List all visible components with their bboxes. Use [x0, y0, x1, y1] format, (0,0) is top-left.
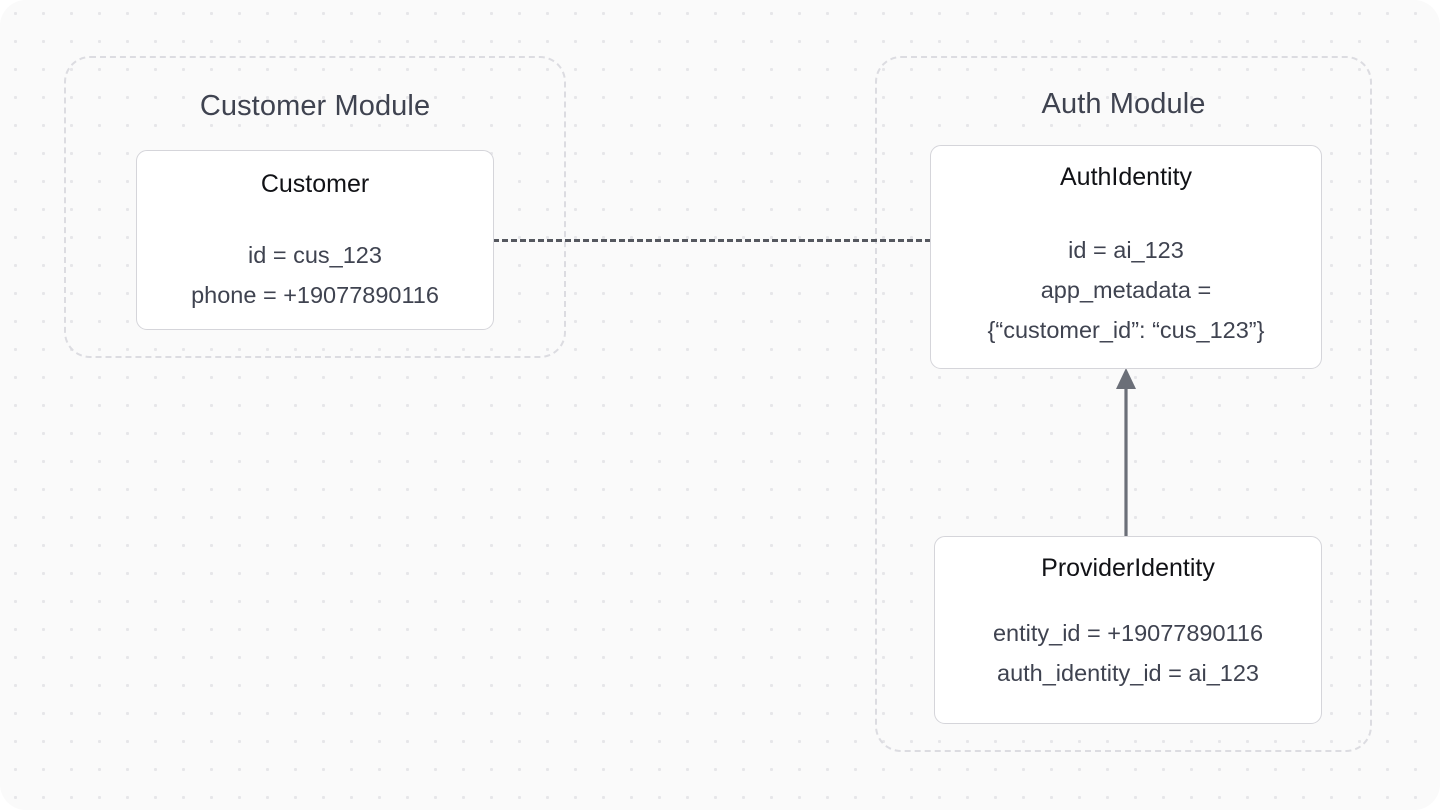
entity-card-provider-identity-attributes: entity_id = +19077890116 auth_identity_i…	[993, 613, 1263, 694]
entity-card-customer[interactable]: Customer id = cus_123 phone = +190778901…	[136, 150, 494, 330]
entity-card-auth-identity-title: AuthIdentity	[1059, 163, 1193, 191]
module-auth[interactable]: Auth Module	[875, 56, 1372, 752]
entity-card-auth-identity-attributes: id = ai_123 app_metadata = {“customer_id…	[988, 230, 1265, 351]
attribute-row: phone = +19077890116	[191, 281, 439, 308]
attribute-row: id = cus_123	[248, 241, 382, 268]
attribute-row: {“customer_id”: “cus_123”}	[987, 317, 1265, 344]
module-customer-title: Customer Module	[199, 90, 431, 122]
attribute-row: id = ai_123	[1068, 236, 1184, 263]
entity-card-customer-title: Customer	[260, 170, 370, 198]
entity-card-auth-identity[interactable]: AuthIdentity id = ai_123 app_metadata = …	[930, 145, 1322, 369]
module-customer[interactable]: Customer Module	[64, 56, 566, 358]
connector-provider-identity-to-auth-identity	[1116, 368, 1136, 540]
attribute-row: auth_identity_id = ai_123	[997, 659, 1259, 686]
module-auth-title: Auth Module	[1041, 88, 1206, 120]
connector-customer-to-auth-identity	[493, 239, 931, 242]
entity-card-provider-identity[interactable]: ProviderIdentity entity_id = +1907789011…	[934, 536, 1322, 724]
attribute-row: app_metadata =	[1040, 276, 1212, 303]
entity-card-customer-attributes: id = cus_123 phone = +19077890116	[191, 235, 439, 316]
entity-card-provider-identity-title: ProviderIdentity	[1041, 554, 1215, 582]
attribute-row: entity_id = +19077890116	[992, 619, 1264, 646]
